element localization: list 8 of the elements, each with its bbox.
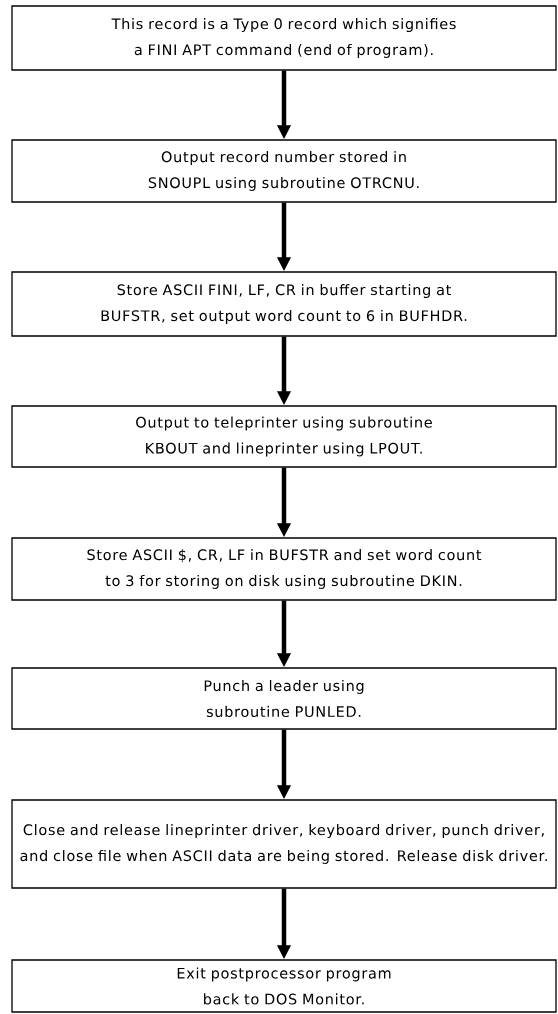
process-box: Close and release lineprinter driver, keyboard driver, punch driver, and close file when ASCII data are being stored. Release disk driver. bbox=[11, 799, 557, 889]
process-box: Exit postprocessor program back to DOS Monitor. bbox=[11, 959, 557, 1013]
process-box: Store ASCII FINI, LF, CR in buffer starting at BUFSTR, set output word count to 6 in BUFHDR. bbox=[11, 271, 557, 337]
process-box: Output to teleprinter using subroutine KBOUT and lineprinter using LPOUT. bbox=[11, 405, 557, 468]
process-box: Store ASCII $, CR, LF in BUFSTR and set word count to 3 for storing on disk using subroutine DKIN. bbox=[11, 537, 557, 601]
process-box: Output record number stored in SNOUPL using subroutine OTRCNU. bbox=[11, 139, 557, 203]
process-box: Punch a leader using subroutine PUNLED. bbox=[11, 667, 557, 730]
process-box: This record is a Type 0 record which signifies a FINI APT command (end of program). bbox=[11, 5, 557, 71]
